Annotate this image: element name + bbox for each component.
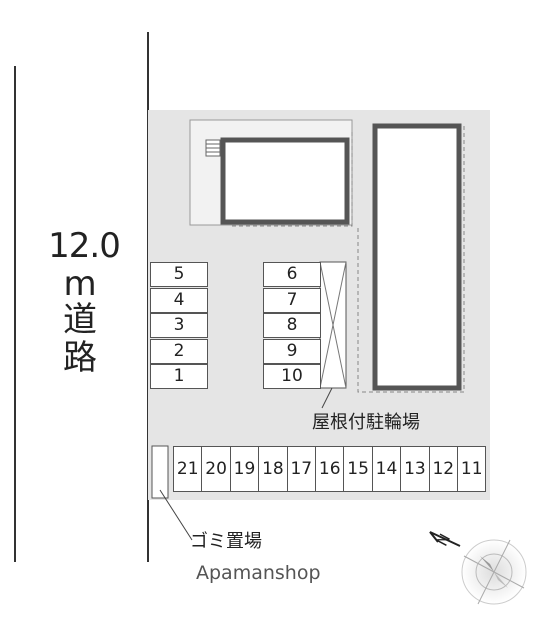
parking-stall: 5 xyxy=(150,262,208,287)
building-b-dashed xyxy=(357,126,465,393)
parking-stall: 11 xyxy=(457,446,487,492)
bike-shelter-label: 屋根付駐輪場 xyxy=(312,412,420,433)
parking-stall: 3 xyxy=(150,313,208,339)
parking-stall: 9 xyxy=(263,338,321,364)
road-name-label-2: 路 xyxy=(63,338,97,378)
parking-stall: 12 xyxy=(428,446,458,492)
parking-stall: 20 xyxy=(201,446,231,492)
compass-icon xyxy=(429,531,527,605)
parking-stall: 17 xyxy=(286,446,316,492)
parking-stall: 10 xyxy=(263,364,321,390)
road-unit-label: m xyxy=(63,264,97,304)
parking-stall: 21 xyxy=(173,446,203,492)
parking-stall: 13 xyxy=(400,446,430,492)
parking-stall: 16 xyxy=(315,446,345,492)
parking-stall: 7 xyxy=(263,287,321,313)
bike-shelter-leader xyxy=(321,387,333,409)
road-width-label: 12.0 xyxy=(48,226,121,266)
garbage-leader xyxy=(159,489,193,541)
bike-shelter-box xyxy=(319,261,347,389)
apamanshop-logo: Apamanshop xyxy=(196,562,321,584)
building-a-dashed xyxy=(230,132,353,227)
parking-stall: 4 xyxy=(150,287,208,313)
parking-stall: 18 xyxy=(258,446,288,492)
road-name-label-1: 道 xyxy=(63,300,97,340)
stairs-icon xyxy=(205,139,221,157)
parking-stall: 19 xyxy=(229,446,260,492)
building-b-outline xyxy=(372,123,462,391)
parking-stall: 6 xyxy=(263,262,321,287)
garbage-label: ゴミ置場 xyxy=(190,531,262,552)
parking-stall: 8 xyxy=(263,313,321,339)
building-a-outline xyxy=(220,137,350,225)
garbage-area xyxy=(151,445,169,499)
parking-stall: 15 xyxy=(343,446,373,492)
parking-stall: 14 xyxy=(371,446,402,492)
road-edge-line xyxy=(14,66,16,562)
parking-stall: 1 xyxy=(150,364,208,390)
north-arrow xyxy=(429,531,461,547)
parking-stall: 2 xyxy=(150,338,208,364)
